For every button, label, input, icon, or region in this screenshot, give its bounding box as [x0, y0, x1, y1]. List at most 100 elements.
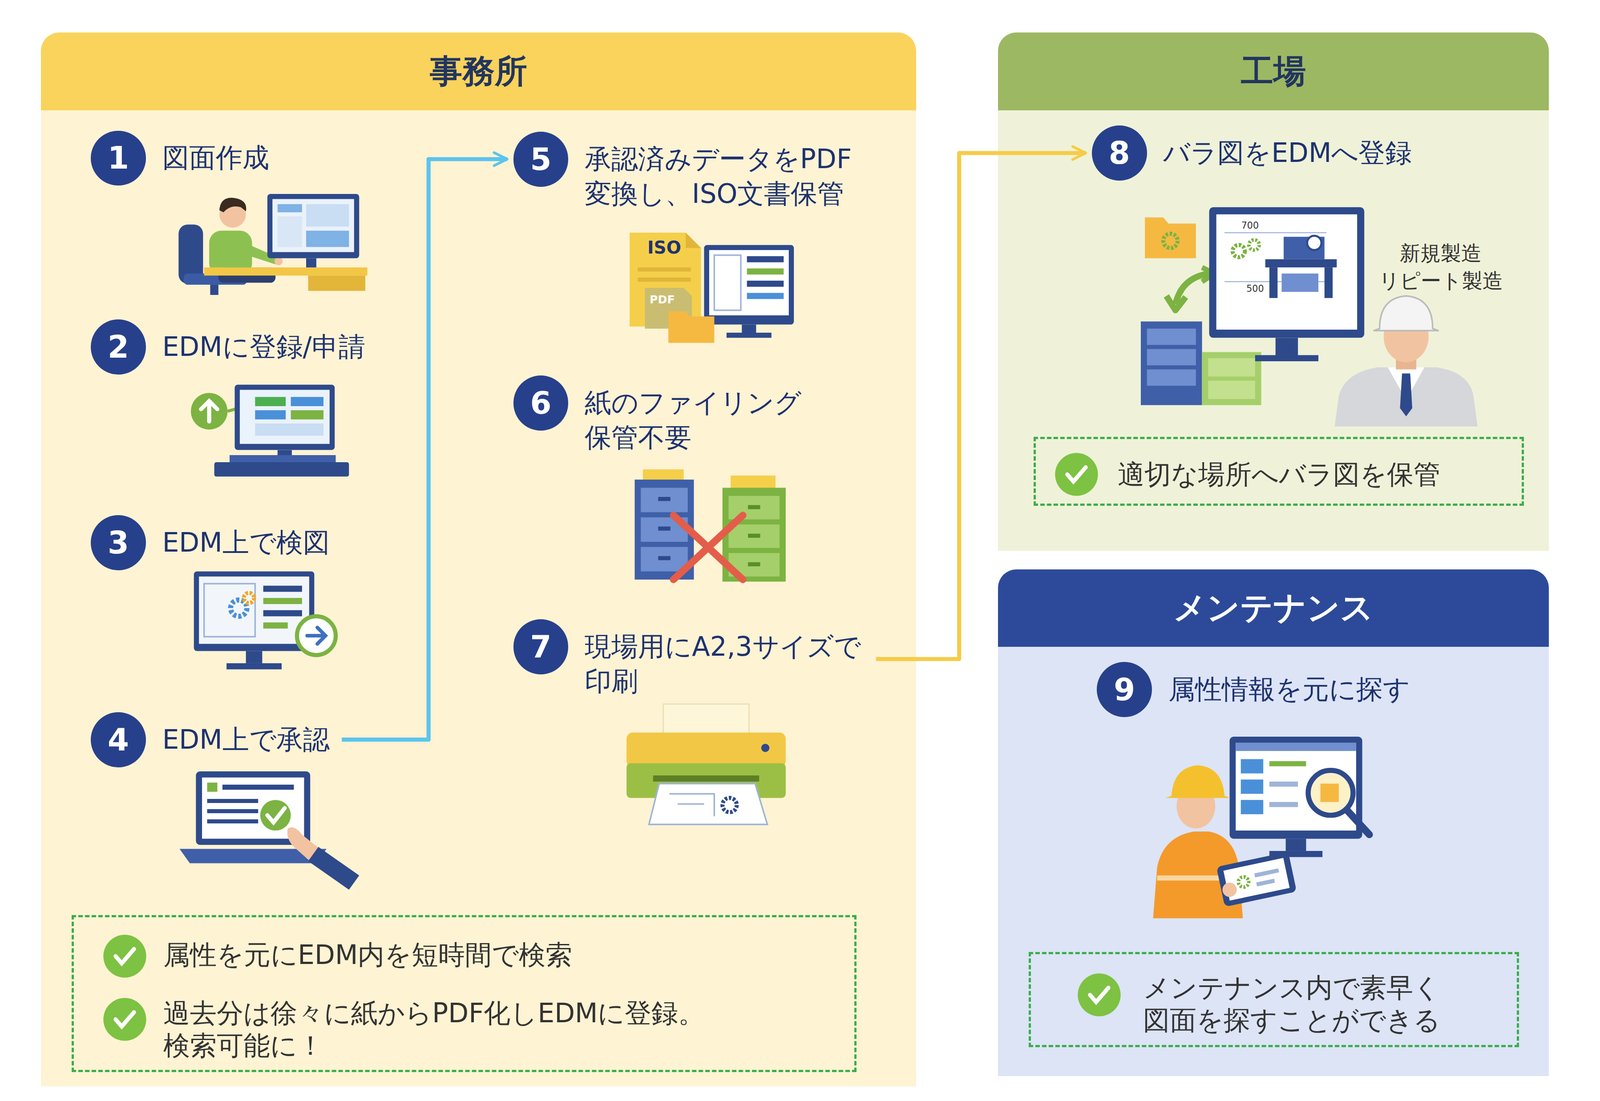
step-label: EDM上で承認 [162, 722, 330, 758]
step-number: 8 [1091, 125, 1148, 181]
desk-worker-icon-part [267, 193, 360, 259]
check-circle [1077, 973, 1121, 1017]
paper-cabinet-icon-part [673, 515, 744, 580]
paper-cabinet-icon-part [658, 526, 671, 531]
check-circle [1055, 453, 1099, 497]
factory-register-icon-part [1216, 214, 1358, 330]
check-icon [102, 933, 148, 979]
step-number: 3 [90, 515, 146, 571]
factory-register-icon-part [1163, 233, 1178, 248]
process-step: 9属性情報を元に探す [1096, 662, 1411, 718]
desk-worker-icon-part [204, 267, 368, 276]
step-number: 7 [513, 619, 569, 675]
paper-cabinet-icon [634, 469, 786, 582]
check-circle [103, 997, 146, 1041]
review-monitor-icon-part [230, 600, 247, 617]
approval-laptop-icon-part [207, 799, 259, 804]
process-step: 6紙のファイリング 保管不要 [513, 375, 805, 456]
printer-icon-part [649, 783, 768, 825]
check-mark [115, 1012, 134, 1027]
iso-document-icon-part [637, 267, 691, 272]
printer-icon-part [653, 775, 760, 782]
desk-worker-icon-part [274, 257, 283, 266]
review-monitor-icon-part [307, 627, 326, 645]
step-number: 9 [1096, 662, 1152, 718]
step-label: バラ図をEDMへ登録 [1163, 135, 1412, 171]
process-step: 8 バラ図をEDMへ登録 [1091, 125, 1413, 181]
factory-register-icon [1140, 207, 1478, 427]
iso-document-icon-part [714, 255, 741, 311]
factory-register-icon-part [1147, 328, 1196, 346]
paper-cabinet-icon-part [747, 562, 761, 567]
step-label: 承認済みデータをPDF 変換し、ISO文書保管 [584, 141, 855, 212]
paper-cabinet-icon-part [640, 487, 688, 513]
upload-monitor-icon-part [254, 396, 286, 407]
figure-label: PDF [649, 293, 675, 307]
factory-register-icon-part [1275, 337, 1298, 356]
printer-icon-part [761, 743, 770, 752]
review-monitor-icon-part [246, 650, 263, 664]
iso-document-icon-part [709, 250, 789, 316]
iso-document-icon-part [685, 232, 701, 248]
upload-monitor-icon-part [290, 396, 324, 407]
factory-register-icon-part [1265, 259, 1338, 268]
desk-worker-icon-part [308, 275, 366, 291]
process-step: 5承認済みデータをPDF 変換し、ISO文書保管 [513, 131, 856, 212]
note-box: 属性を元にEDM内を短時間で検索過去分は徐々に紙からPDF化しEDMに登録。 検… [71, 915, 857, 1073]
iso-document-icon-part [637, 277, 691, 282]
paper-cabinet-icon-part [747, 505, 761, 510]
panel-title: メンテナンス [1173, 585, 1374, 631]
factory-register-icon-part [1324, 267, 1333, 299]
factory-register-icon-part [1208, 380, 1255, 400]
factory-register-icon-part [1281, 273, 1319, 292]
upload-monitor-icon-part [201, 401, 218, 422]
printer-icon-part [669, 793, 715, 817]
note-text: メンテナンス内で素早く 図面を探すことができる [1143, 971, 1443, 1038]
maintenance-search-icon-part [1240, 759, 1264, 774]
process-step: 2EDMに登録/申請 [90, 319, 366, 375]
paper-cabinet-icon-part [658, 496, 671, 502]
review-monitor-icon-part [226, 663, 282, 670]
panel-title: 事務所 [429, 49, 528, 94]
factory-register-icon-part [1144, 217, 1196, 259]
paper-cabinet-icon-part [640, 546, 688, 572]
step-number: 1 [90, 130, 146, 186]
maintenance-search-icon-part [1165, 765, 1231, 798]
note-box: 適切な場所へバラ図を保管 [1033, 436, 1524, 506]
maintenance-search-icon-part [1240, 800, 1264, 815]
figure-label: リピート製造 [1378, 269, 1504, 292]
maintenance-search-icon-part [1216, 852, 1297, 908]
approval-laptop-icon-part [207, 782, 218, 792]
factory-register-icon-part [1373, 295, 1439, 331]
process-step: 4 EDM上で承認 [90, 712, 330, 768]
maintenance-search-icon-part [1269, 802, 1298, 808]
approval-laptop-icon-part [207, 809, 259, 814]
factory-register-icon-part [1307, 235, 1322, 251]
approval-laptop-icon-part [308, 847, 360, 890]
upload-monitor-icon-part [239, 389, 330, 445]
maintenance-search-icon-part [1269, 781, 1298, 787]
factory-register-icon-part [1140, 321, 1203, 406]
maintenance-search-icon-part-part [1256, 878, 1275, 887]
factory-register-icon-part [1232, 245, 1245, 258]
iso-document-icon-part [747, 256, 784, 263]
review-monitor-icon-part [263, 622, 288, 629]
maintenance-search-icon-part [1240, 779, 1264, 794]
desk-worker-icon-part [219, 197, 247, 213]
maintenance-search-icon-part [1222, 882, 1237, 897]
paper-cabinet-icon-part [728, 524, 780, 549]
factory-register-icon-part [1166, 295, 1186, 311]
iso-document-icon-part [747, 268, 784, 275]
factory-register-icon-part [1269, 267, 1278, 299]
factory-register-icon-part [1209, 207, 1365, 339]
factory-register-icon-part [1334, 367, 1478, 427]
iso-document-icon [629, 232, 794, 344]
printer-icon [626, 704, 786, 825]
step-number: 4 [90, 712, 146, 768]
factory-register-icon-part [1224, 232, 1327, 234]
figure-label: 新規製造 [1399, 242, 1482, 265]
note-box: メンテナンス内で素早く 図面を探すことができる [1028, 952, 1520, 1048]
approval-laptop-icon-part [260, 800, 291, 831]
iso-document-icon-part [747, 292, 784, 299]
approval-laptop-icon-part [267, 808, 285, 823]
